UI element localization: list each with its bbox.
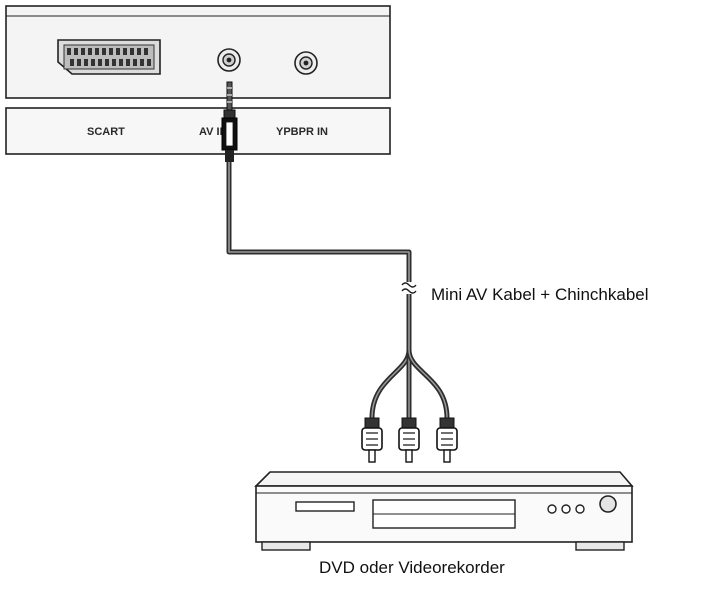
scart-socket[interactable] [57,39,161,75]
device-button-1 [547,504,557,514]
av-cable [226,162,412,350]
device-foot-right [575,541,625,551]
rca-split-cables [369,349,450,419]
tv-connector-panel: SCART AV IN YPBPR IN [5,5,391,155]
mini-jack-plug [221,81,238,162]
rca-plug-left [361,417,383,463]
device-button-2 [561,504,571,514]
ypbpr-in-jack[interactable] [294,51,318,75]
device-label: DVD oder Videorekorder [319,558,505,577]
scart-label: SCART [87,126,125,138]
dvd-recorder-device [254,471,634,551]
device-button-3 [575,504,585,514]
power-knob-icon [599,495,617,513]
av-in-label: AV IN [199,126,228,138]
disc-tray-slot [295,501,355,512]
ypbpr-in-label: YPBPR IN [276,126,328,138]
tv-label-strip [5,107,391,155]
av-in-jack[interactable] [217,48,241,72]
cable-label: Mini AV Kabel + Chinchkabel [431,285,649,304]
wavy-break-icon [401,282,417,294]
rca-plug-right [436,417,458,463]
device-foot-left [261,541,311,551]
rca-plug-middle [398,417,420,463]
